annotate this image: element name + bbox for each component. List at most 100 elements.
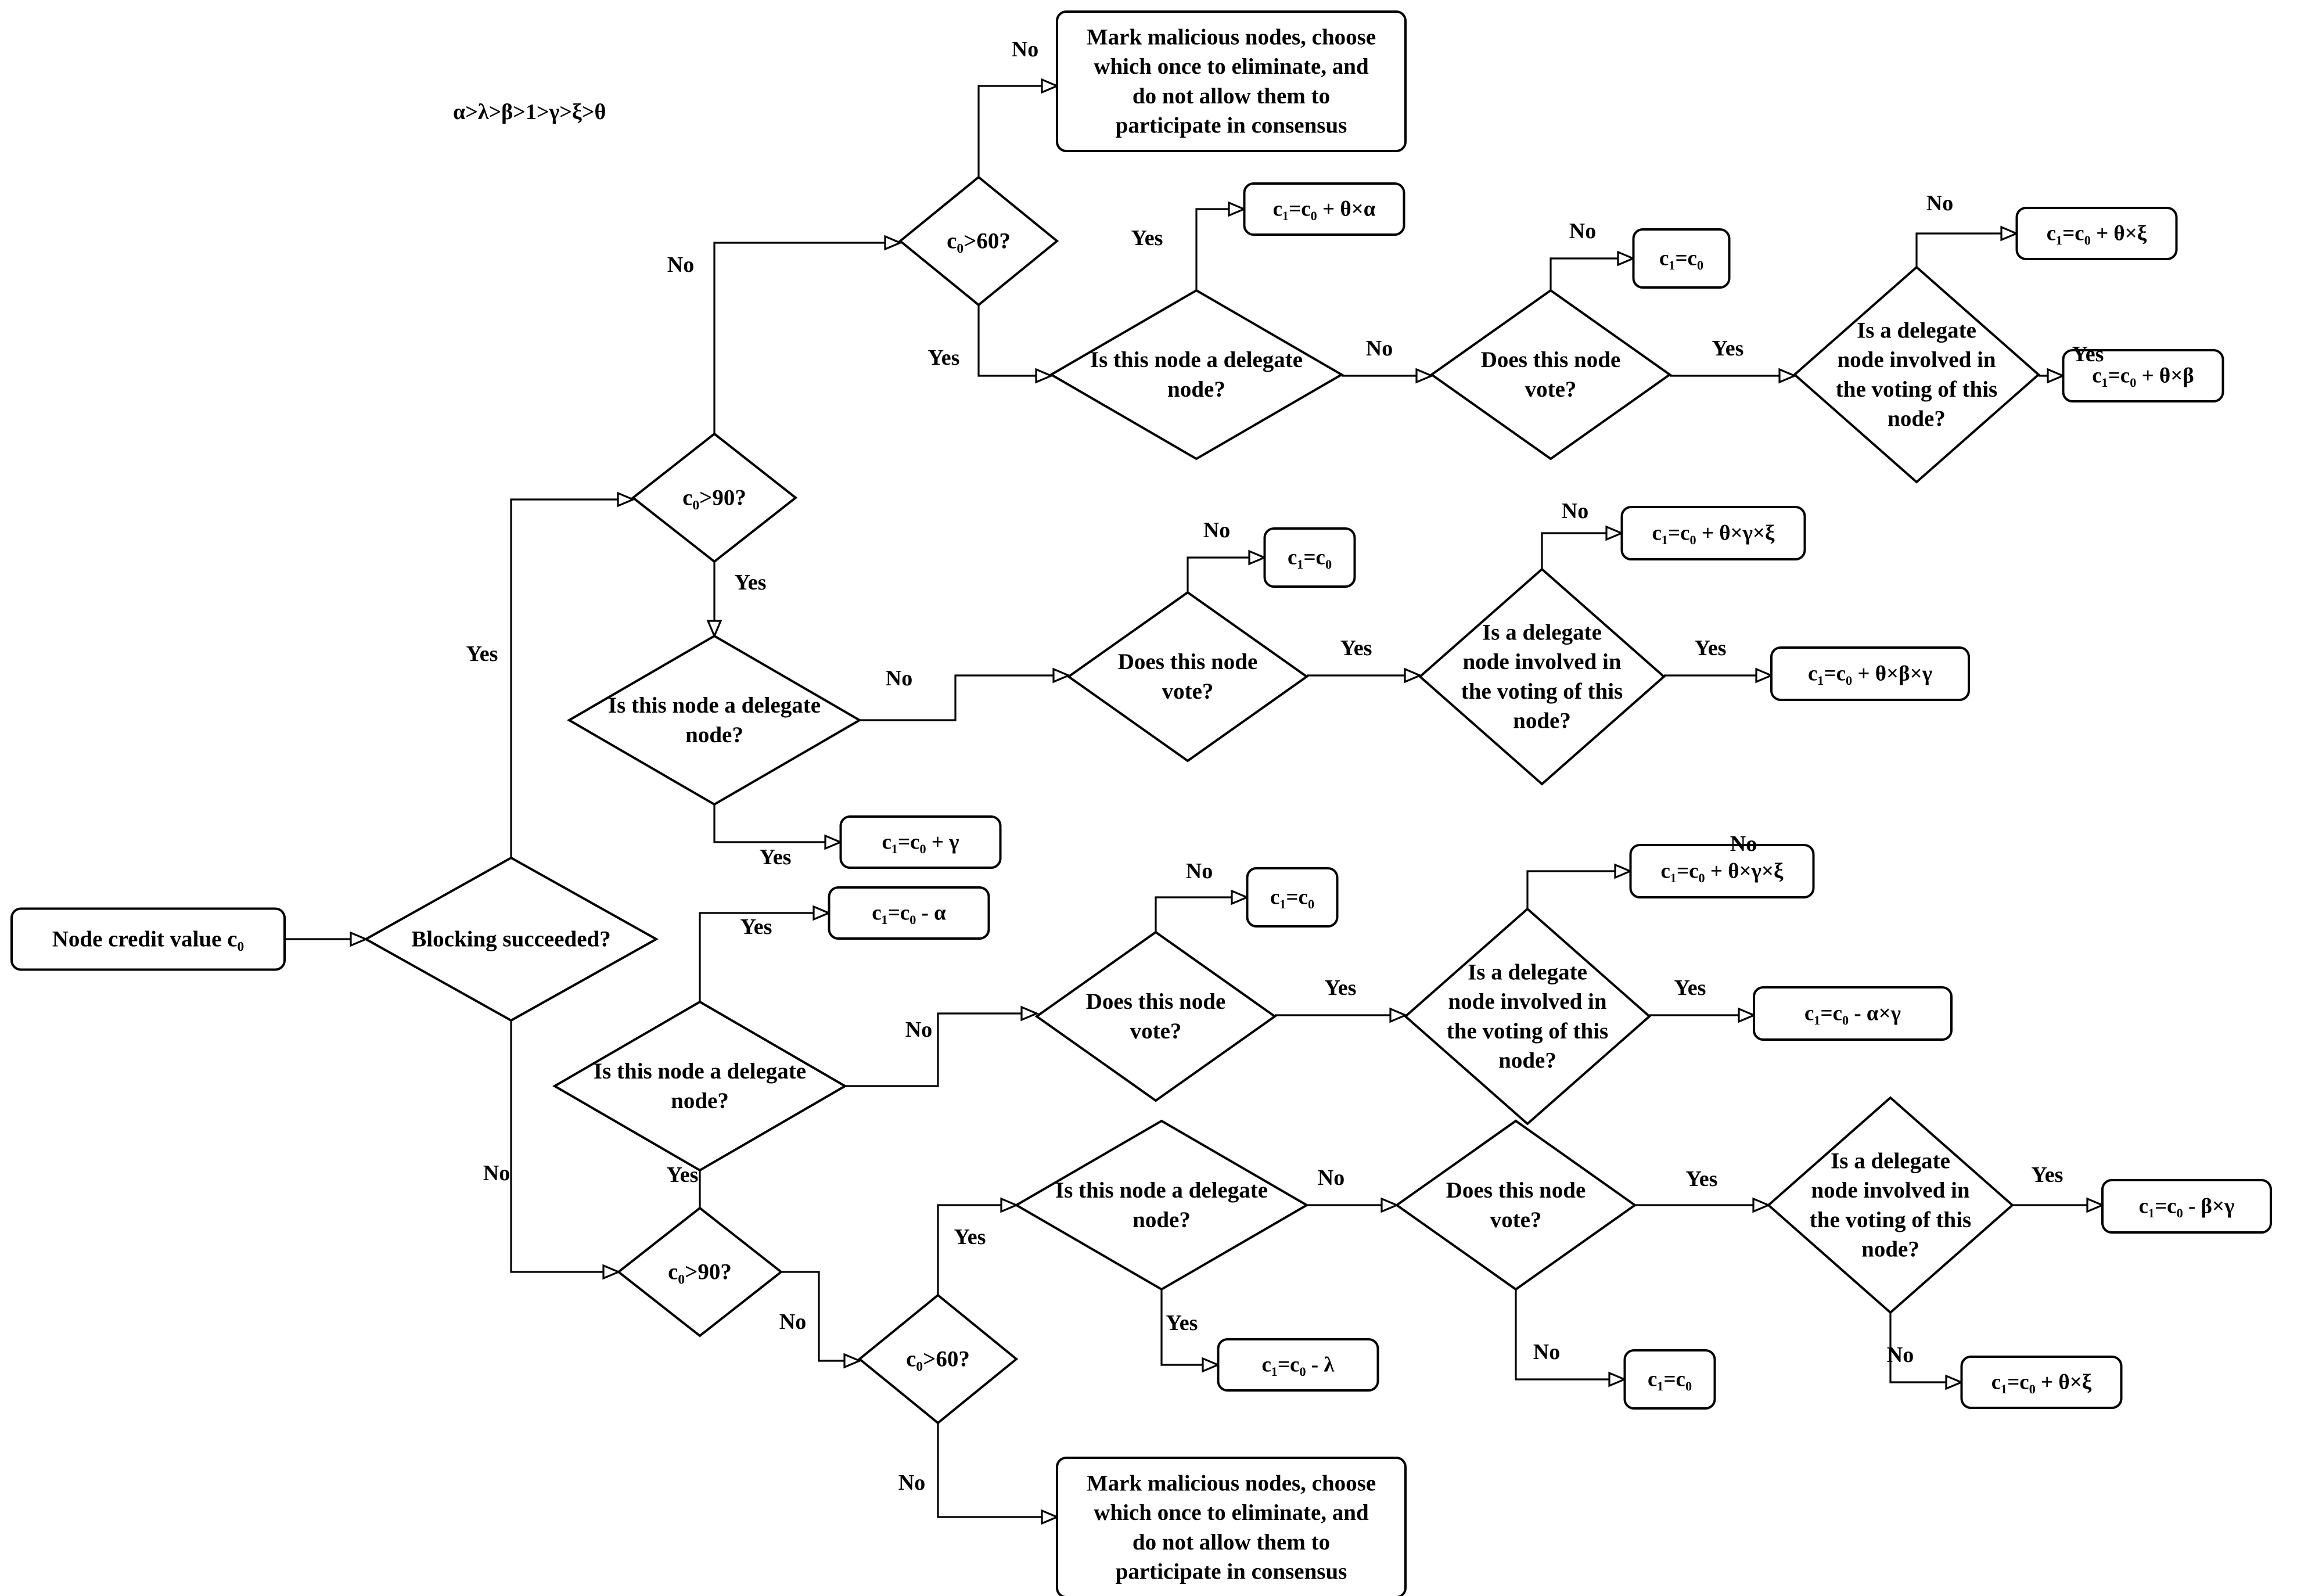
node-label: which once to eliminate, and [1094,54,1369,79]
node-a-inv1: Is a delegate node involved in the voting … [1792,265,2041,484]
node-a-r-xi: c₁=c₀ + θ×ξ [2015,207,2178,260]
node-label: the voting of this [1810,1207,1971,1232]
edge-label-yes: Yes [954,1225,986,1249]
node-label: Is a delegate [1831,1148,1950,1173]
node-label: vote? [1162,679,1214,704]
edge-label-yes: Yes [1131,226,1163,250]
edge-label-no: No [1012,37,1038,62]
flow-edge [1889,1313,1961,1383]
node-a-r-bg: c₁=c₀ + θ×β×γ [1770,646,1970,701]
node-a-r-beta: c₁=c₀ + θ×β [2062,349,2224,402]
node-label: the voting of this [1836,377,1997,402]
arrowhead [1945,1374,1964,1390]
node-label: c₁=c₀ + θ×γ×ξ [1661,860,1784,883]
arrowhead [824,834,843,850]
arrowhead [2047,368,2066,384]
node-a-r-alpha: c₁=c₀ + θ×α [1243,182,1405,236]
arrowhead [1755,667,1774,684]
arrowhead [1041,78,1060,94]
flow-edge [1541,532,1622,569]
node-b-r-c0-1: c₁=c₀ [1246,867,1339,928]
node-b-r-alpha: c₁=c₀ - α [828,886,990,940]
flow-edge [937,1204,1016,1295]
edge-label-no: No [898,1471,925,1495]
edge-label-yes: Yes [1325,976,1357,1000]
arrowhead [1778,368,1797,384]
edge-label-yes: Yes [1695,636,1727,660]
node-label: Blocking succeeded? [411,927,610,952]
arrowhead [1608,1371,1627,1387]
arrowhead [1605,525,1624,541]
node-label: c₁=c₀ + θ×γ×ξ [1652,522,1775,545]
arrowhead [1614,863,1633,879]
edge-label-yes: Yes [1712,336,1744,361]
node-b-r-lambda: c₁=c₀ - λ [1217,1338,1379,1392]
node-a-c090: c₀>90? [631,432,798,563]
edge-label-yes: Yes [466,642,498,666]
node-label: c₁=c₀ + γ [882,831,959,854]
arrowhead [1248,549,1267,566]
edge-label-no: No [483,1161,510,1185]
node-label: c₁=c₀ [1288,546,1332,570]
arrowhead [1415,368,1435,384]
arrowhead [1020,1005,1040,1022]
node-label: do not allow them to [1133,84,1330,109]
flow-edge [845,1012,1037,1087]
node-label: Does this node [1118,649,1258,674]
flow-edge [1550,257,1633,290]
arrowhead [1404,667,1423,684]
edge-label-no: No [779,1310,806,1334]
node-label: node involved in [1837,347,1996,372]
node-label: Is a delegate [1468,959,1587,984]
node-label: Does this node [1446,1178,1586,1203]
node-label: Node credit value c₀ [52,927,245,952]
edge-label-no: No [1562,499,1588,523]
parameter-constraint: α>λ>β>1>γ>ξ>θ [453,100,606,124]
node-label: Mark malicious nodes, choose [1087,24,1376,49]
node-label: which once to eliminate, and [1094,1500,1369,1525]
node-label: the voting of this [1447,1019,1608,1044]
edge-label-yes: Yes [928,346,960,370]
edge-label-no: No [1366,336,1393,361]
flow-edge [977,305,1051,377]
arrowhead [2086,1197,2105,1213]
arrowhead [350,931,369,947]
arrowhead [706,620,722,639]
arrowhead [1202,1357,1221,1373]
node-label: participate in consensus [1116,1559,1347,1584]
edge-label-no: No [1730,832,1757,856]
node-label: the voting of this [1461,679,1623,704]
node-label: c₁=c₀ [1270,886,1314,910]
node-label: c₁=c₀ + θ×ξ [1991,1371,2092,1394]
flow-edge [699,912,829,1002]
arrowhead [813,905,832,921]
node-b-c060: c₀>60? [857,1293,1019,1425]
node-b-r-gxi: c₁=c₀ + θ×γ×ξ [1629,844,1815,898]
node-label: Is this node a delegate [1055,1178,1268,1203]
arrowhead [1617,250,1636,267]
node-label: node involved in [1462,649,1621,674]
flow-edge [1160,1289,1218,1366]
node-a-mal: Mark malicious nodes, choose which once t… [1056,10,1407,152]
edge-label-no: No [1318,1166,1344,1190]
node-label: Does this node [1481,347,1621,372]
edge-label-yes: Yes [1166,1311,1198,1335]
node-label: node involved in [1448,989,1606,1014]
node-b-inv1: Is a delegate node involved in the voting … [1403,907,1652,1126]
flow-edge [510,498,633,858]
edge-label-yes: Yes [2072,342,2104,366]
node-label: Is a delegate [1857,318,1976,343]
flow-edge [713,804,840,843]
node-label: c₁=c₀ [1659,247,1703,271]
node-label: node? [1513,709,1571,734]
arrowhead [1231,889,1250,905]
node-label: c₁=c₀ [1648,1368,1692,1392]
